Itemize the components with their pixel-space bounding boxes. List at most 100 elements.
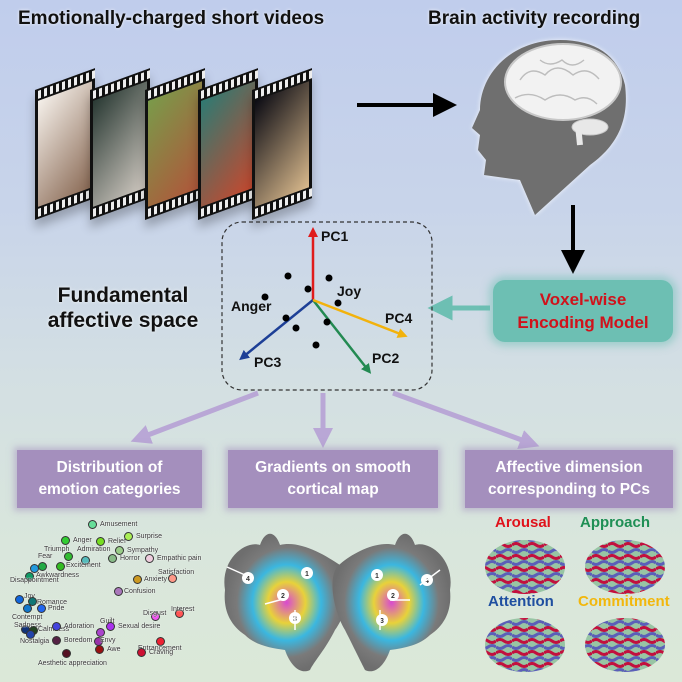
pca-point bbox=[325, 274, 333, 282]
marker-1-left bbox=[301, 567, 313, 579]
pc3-axis bbox=[239, 299, 314, 361]
gradient-arrow bbox=[264, 597, 288, 605]
encoding-model-box: Voxel-wise Encoding Model bbox=[493, 280, 673, 342]
emotion-point bbox=[124, 532, 133, 541]
emotion-label: Interest bbox=[171, 606, 195, 613]
gradient-arrow bbox=[419, 569, 441, 586]
left-hemisphere-flatmap bbox=[224, 533, 350, 672]
marker-text: 2 bbox=[281, 593, 285, 600]
dimensions-box: Affective dimension corresponding to PCs bbox=[465, 450, 673, 508]
marker-text: 1 bbox=[305, 571, 309, 578]
affective-space-box bbox=[221, 221, 433, 391]
marker-3-right bbox=[376, 614, 388, 626]
gradients-box: Gradients on smooth cortical map bbox=[228, 450, 438, 508]
emotion-label: Joy bbox=[24, 593, 35, 600]
commitment-label: Commitment bbox=[578, 593, 670, 610]
emotion-point bbox=[81, 556, 90, 565]
emotion-label: Romance bbox=[37, 599, 67, 606]
arousal-label: Arousal bbox=[495, 514, 551, 531]
emotion-label: Empathic pain bbox=[157, 555, 202, 562]
attention-label: Attention bbox=[488, 593, 554, 610]
emotion-point bbox=[37, 604, 46, 613]
dimensions-line2: corresponding to PCs bbox=[488, 481, 650, 498]
marker-2-right bbox=[387, 589, 399, 601]
brain-icon bbox=[504, 43, 622, 146]
emotion-label: Satisfaction bbox=[158, 569, 195, 576]
pca-axes bbox=[239, 227, 408, 374]
pc1-label: PC1 bbox=[321, 228, 349, 244]
pc2-axis bbox=[312, 299, 372, 374]
pca-point bbox=[323, 318, 331, 326]
pca-point bbox=[261, 293, 269, 301]
pca-points bbox=[261, 272, 342, 349]
emotion-point bbox=[137, 648, 146, 657]
head-icon bbox=[472, 40, 626, 215]
commitment-brain bbox=[585, 618, 665, 672]
emotion-point bbox=[26, 630, 35, 639]
emotion-point bbox=[23, 604, 32, 613]
joy-label: Joy bbox=[337, 283, 362, 299]
pca-point bbox=[304, 285, 312, 293]
pc4-label: PC4 bbox=[385, 310, 413, 326]
emotion-label: Excitement bbox=[66, 562, 101, 569]
emotion-point bbox=[168, 574, 177, 583]
distribution-box: Distribution of emotion categories bbox=[17, 450, 202, 508]
emotion-point bbox=[62, 649, 71, 658]
emotion-point bbox=[64, 552, 73, 561]
emotion-point bbox=[88, 520, 97, 529]
marker-text: 3 bbox=[380, 618, 384, 625]
pc3-label: PC3 bbox=[254, 354, 282, 370]
emotion-point bbox=[115, 546, 124, 555]
emotion-label: Disgust bbox=[143, 610, 167, 617]
emotion-label: Anxiety bbox=[144, 576, 167, 583]
emotion-label: Craving bbox=[149, 649, 174, 656]
emotion-point bbox=[95, 645, 104, 654]
emotion-label: Triumph bbox=[44, 546, 70, 553]
pca-point bbox=[292, 324, 300, 332]
emotion-point bbox=[156, 637, 165, 646]
emotion-label: Awkwardness bbox=[36, 572, 80, 579]
emotion-point bbox=[56, 562, 65, 571]
videos-title: Emotionally-charged short videos bbox=[18, 8, 325, 29]
emotion-label: Admiration bbox=[77, 546, 111, 553]
emotion-point bbox=[61, 536, 70, 545]
brain-recording-title: Brain activity recording bbox=[428, 8, 641, 29]
distribution-line1: Distribution of bbox=[56, 459, 163, 476]
marker-1-right bbox=[371, 569, 383, 581]
emotion-label: Guilt bbox=[100, 618, 115, 625]
emotion-label: Adoration bbox=[64, 623, 94, 630]
emotion-label: Fear bbox=[38, 553, 53, 560]
arrow-to-dimensions bbox=[392, 390, 540, 449]
emotion-point bbox=[114, 587, 123, 596]
emotion-label: Awe bbox=[107, 646, 121, 653]
emotion-point bbox=[151, 612, 160, 621]
marker-text: 2 bbox=[391, 593, 395, 600]
emotion-point bbox=[96, 537, 105, 546]
emotion-label: Entrancement bbox=[138, 645, 182, 652]
emotion-point bbox=[108, 554, 117, 563]
emotion-point bbox=[28, 597, 37, 606]
emotion-label: Sympathy bbox=[127, 547, 159, 554]
marker-text: 1 bbox=[375, 573, 379, 580]
emotion-label: Amusement bbox=[100, 521, 138, 528]
emotion-point bbox=[133, 575, 142, 584]
encoding-model-line1: Voxel-wise bbox=[539, 290, 627, 309]
pca-point bbox=[334, 299, 342, 307]
cortical-flatmaps: 1 2 3 4 1 2 3 4 bbox=[224, 533, 451, 672]
emotion-point bbox=[15, 595, 24, 604]
gradients-line2: cortical map bbox=[287, 481, 379, 498]
emotion-label: Envy bbox=[100, 637, 116, 644]
right-hemisphere-flatmap bbox=[332, 533, 451, 672]
emotion-label: Sadness bbox=[14, 622, 42, 629]
dimensions-line1: Affective dimension bbox=[495, 459, 643, 476]
emotion-point bbox=[96, 628, 105, 637]
encoding-model-line2: Encoding Model bbox=[517, 313, 649, 332]
gradients-line1: Gradients on smooth bbox=[255, 459, 411, 476]
emotion-label: Boredom bbox=[64, 637, 93, 644]
emotion-point bbox=[145, 554, 154, 563]
emotion-label: Nostalgia bbox=[20, 638, 50, 645]
emotion-point bbox=[30, 564, 39, 573]
emotion-label: Contempt bbox=[12, 614, 43, 621]
